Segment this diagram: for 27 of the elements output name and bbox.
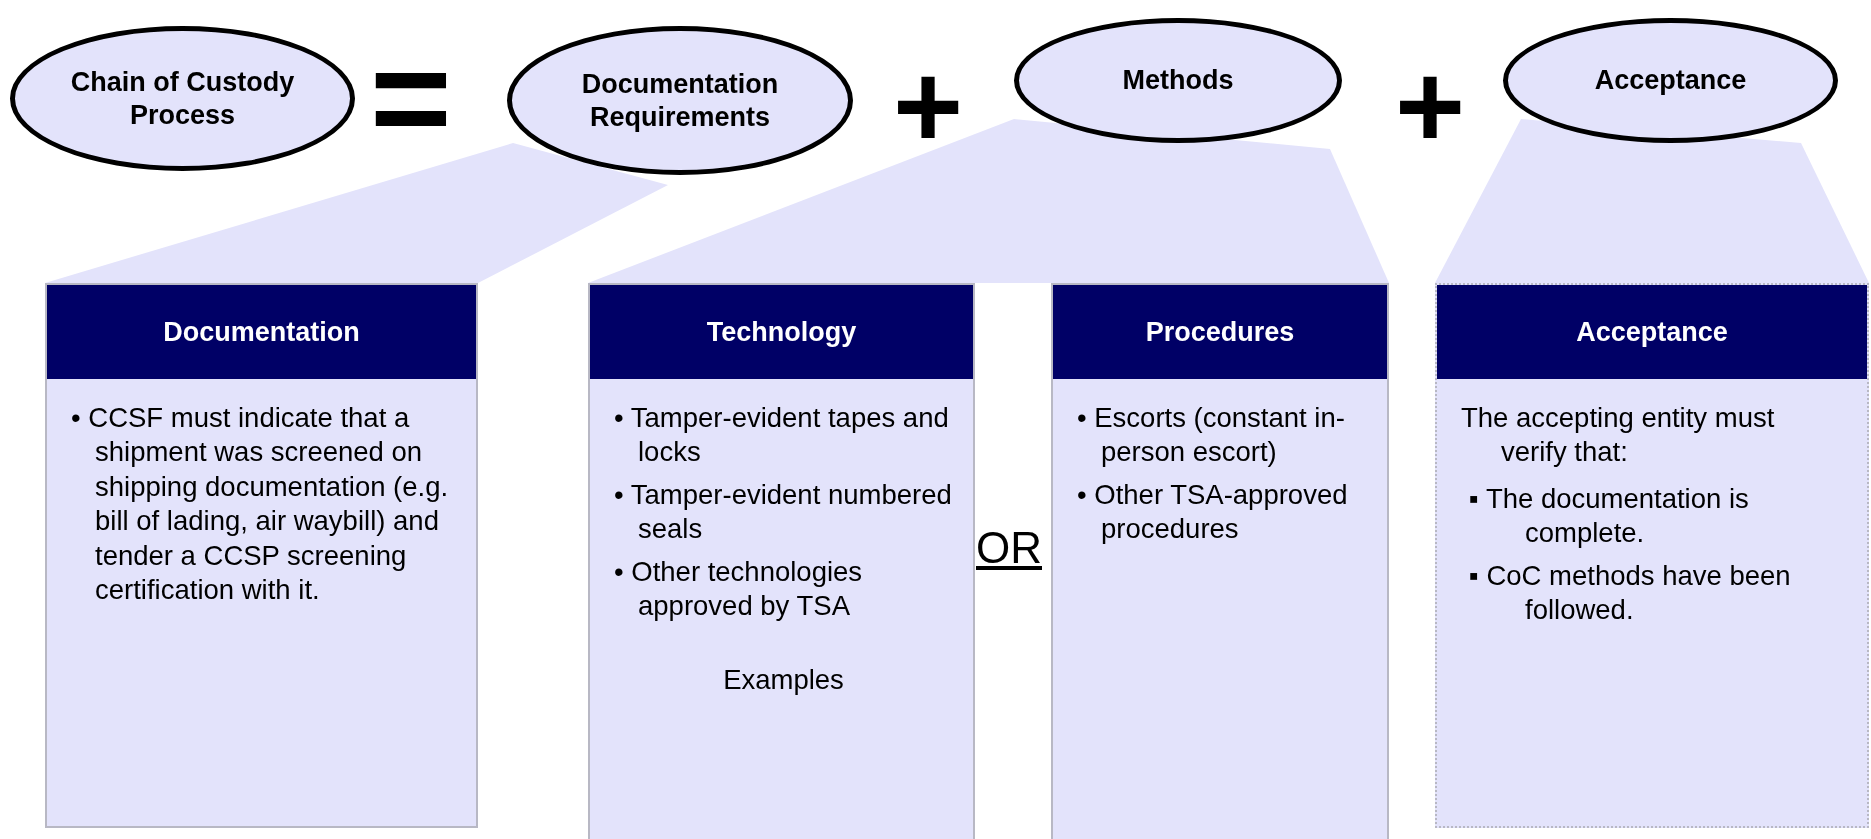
oval-label: Acceptance [1594, 64, 1747, 97]
bullet-text: • CCSF must indicate that a shipment was screened on shipping documentation (e.g. bill of lading, air waybill) and tender a CCSP screening certification with it. [71, 401, 450, 607]
equals-sign: = [370, 28, 452, 168]
info-card [1051, 283, 1389, 839]
bullet-text: ▪ The documentation is complete. [1468, 481, 1750, 551]
bullet-text: • Other TSA-approved procedures [1077, 477, 1349, 547]
bullet-text: • Tamper-evident numbered seals [614, 477, 953, 547]
callout-wedge [45, 143, 668, 283]
info-card [588, 283, 975, 839]
callout-wedge [1435, 119, 1869, 283]
oval-label: Chain of Custody Process [69, 66, 296, 131]
body-text: The accepting entity must verify that: [1461, 401, 1776, 470]
note-text: Examples [722, 663, 845, 698]
card-header: Documentation [47, 285, 476, 379]
plus-sign: + [1395, 46, 1466, 166]
callout-wedge [588, 119, 1389, 283]
card-header: Acceptance [1437, 285, 1867, 379]
oval-label: Documentation Requirements [580, 68, 780, 133]
oval-label: Methods [1122, 64, 1234, 97]
card-header: Procedures [1053, 285, 1387, 379]
bullet-text: ▪ CoC methods have been followed. [1468, 558, 1792, 627]
bullet-text: • Escorts (constant in-person escort) [1077, 401, 1346, 470]
bullet-text: • Tamper-evident tapes and locks [614, 401, 950, 470]
plus-sign: + [893, 46, 964, 166]
card-header: Technology [590, 285, 973, 379]
bullet-text: • Other technologies approved by TSA [614, 554, 864, 623]
or-label: OR [976, 526, 1042, 570]
